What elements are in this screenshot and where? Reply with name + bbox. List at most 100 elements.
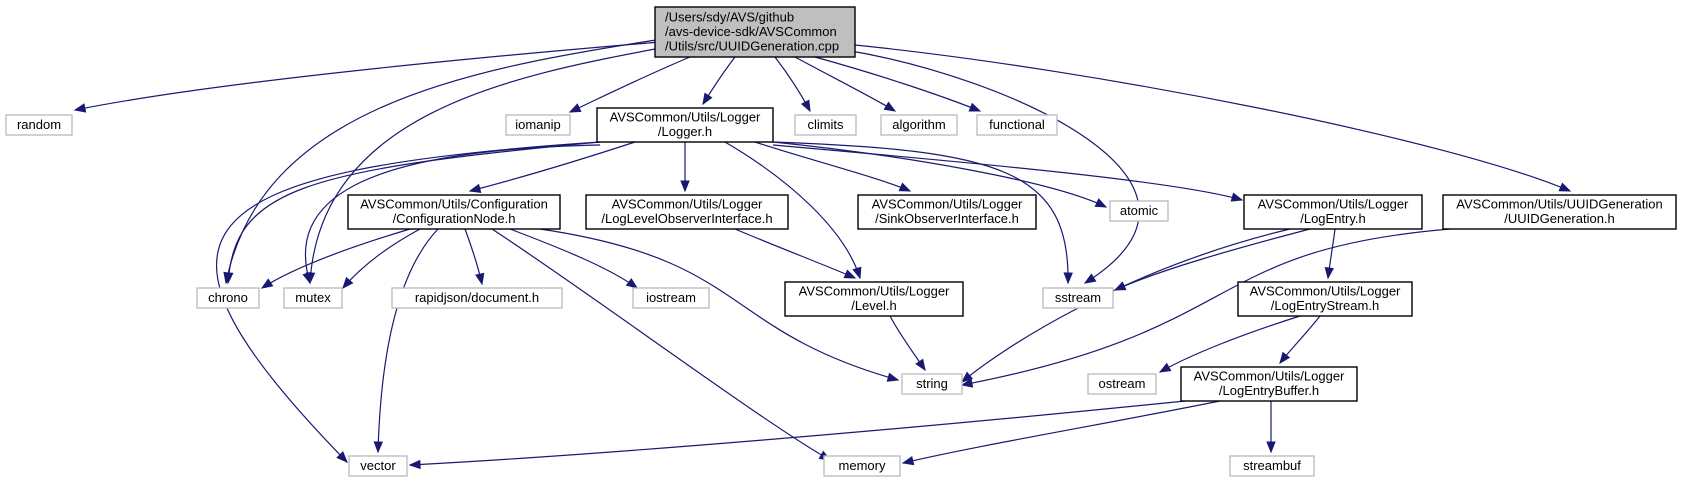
edge-line <box>1159 315 1301 373</box>
edge-logentrybuffer-to-memory <box>901 400 1221 466</box>
edge-logentry-to-sstream <box>1113 228 1311 291</box>
node-label-line: /LogEntryStream.h <box>1271 298 1379 313</box>
edge-arrowhead <box>1324 266 1335 280</box>
edge-line <box>304 144 601 284</box>
node-box <box>1180 366 1358 402</box>
node-sinkobs[interactable]: AVSCommon/Utils/Logger/SinkObserverInter… <box>857 194 1037 230</box>
node-chrono: chrono <box>196 287 260 309</box>
edge-arrowhead <box>408 459 421 470</box>
node-memory: memory <box>823 455 901 477</box>
node-label-line: random <box>17 117 61 132</box>
edge-logger-to-mutex <box>302 144 601 285</box>
node-label-line: string <box>916 376 948 391</box>
edge-line <box>844 49 1140 284</box>
edge-line <box>734 228 856 279</box>
node-level[interactable]: AVSCommon/Utils/Logger/Level.h <box>784 281 964 317</box>
node-box <box>823 455 901 477</box>
edge-logger-to-logentry <box>772 144 1244 202</box>
node-label-line: /LogLevelObserverInterface.h <box>601 211 772 226</box>
edge-line <box>539 228 899 381</box>
edge-line <box>724 141 861 279</box>
node-label-line: /LogEntry.h <box>1300 211 1366 226</box>
edge-line <box>261 228 411 289</box>
node-label-line: AVSCommon/Utils/Logger <box>1258 197 1409 212</box>
node-box <box>632 287 710 309</box>
node-logentrybuffer[interactable]: AVSCommon/Utils/Logger/LogEntryBuffer.h <box>1180 366 1358 402</box>
node-label-line: chrono <box>208 290 248 305</box>
edge-confignode-to-chrono <box>260 228 411 289</box>
node-logentry[interactable]: AVSCommon/Utils/Logger/LogEntry.h <box>1243 194 1423 230</box>
edge-line <box>377 228 439 453</box>
node-box <box>5 114 73 136</box>
edge-root-to-iomanip <box>568 56 691 113</box>
edge-confignode-to-iostream <box>509 228 639 289</box>
node-box <box>347 194 561 230</box>
edge-arrowhead <box>568 103 582 113</box>
edge-root-to-uuidgen <box>854 44 1572 192</box>
node-logentrystream[interactable]: AVSCommon/Utils/Logger/LogEntryStream.h <box>1237 281 1413 317</box>
node-root[interactable]: /Users/sdy/AVS/github/avs-device-sdk/AVS… <box>654 6 856 58</box>
edge-arrowhead <box>960 371 974 383</box>
node-atomic: atomic <box>1109 200 1169 222</box>
node-box <box>794 114 857 136</box>
node-mutex: mutex <box>283 287 343 309</box>
node-label-line: AVSCommon/Utils/UUIDGeneration <box>1456 197 1662 212</box>
node-label-line: AVSCommon/Utils/Logger <box>610 110 761 125</box>
node-label-line: atomic <box>1120 203 1159 218</box>
edge-line <box>309 47 661 284</box>
node-streambuf: streambuf <box>1229 455 1315 477</box>
node-loglevelobs[interactable]: AVSCommon/Utils/Logger/LogLevelObserverI… <box>585 194 789 230</box>
edge-arrowhead <box>224 272 234 285</box>
edge-root-to-chrono <box>223 39 657 285</box>
node-box <box>857 194 1037 230</box>
node-string: string <box>901 373 963 395</box>
node-vector: vector <box>348 455 408 477</box>
node-label-line: streambuf <box>1243 458 1301 473</box>
edge-arrowhead <box>260 278 274 289</box>
node-box <box>654 6 856 58</box>
node-label-line: AVSCommon/Utils/Logger <box>1250 284 1401 299</box>
edge-logentry-to-string <box>960 228 1291 383</box>
node-label-line: /UUIDGeneration.h <box>1504 211 1615 226</box>
node-box <box>976 114 1058 136</box>
edge-arrowhead <box>883 101 897 112</box>
node-label-line: AVSCommon/Utils/Logger <box>612 197 763 212</box>
node-label-line: /Logger.h <box>658 124 712 139</box>
node-label-line: AVSCommon/Utils/Logger <box>1194 369 1345 384</box>
node-iomanip: iomanip <box>505 114 571 136</box>
edge-arrowhead <box>1158 362 1172 373</box>
edge-logger-to-chrono <box>224 141 601 285</box>
edge-logger-to-confignode <box>468 141 636 193</box>
node-sstream: sstream <box>1042 287 1114 309</box>
edge-level-to-string <box>889 315 926 372</box>
edge-loglevelobs-to-level <box>734 228 857 279</box>
edge-arrowhead <box>886 372 900 382</box>
edge-arrowhead <box>336 451 348 463</box>
edge-line <box>1114 228 1311 291</box>
node-logger[interactable]: AVSCommon/Utils/Logger/Logger.h <box>596 107 774 143</box>
node-box <box>1087 373 1157 395</box>
edge-line <box>772 144 1243 201</box>
node-box <box>1229 455 1315 477</box>
edge-logger-to-sinkobs <box>754 141 912 192</box>
node-uuidgen[interactable]: AVSCommon/Utils/UUIDGeneration/UUIDGener… <box>1442 194 1677 230</box>
edge-arrowhead <box>1266 441 1276 454</box>
edge-arrowhead <box>915 358 926 372</box>
edge-arrowhead <box>968 102 982 112</box>
edge-line <box>491 228 831 461</box>
node-box <box>1243 194 1423 230</box>
edge-arrowhead <box>843 269 857 279</box>
edge-arrowhead <box>960 378 974 388</box>
edge-line <box>902 400 1221 464</box>
edge-root-to-logger <box>702 56 736 106</box>
edge-arrowhead <box>898 182 912 192</box>
node-confignode[interactable]: AVSCommon/Utils/Configuration/Configurat… <box>347 194 561 230</box>
edge-line <box>772 141 1069 284</box>
node-label-line: /SinkObserverInterface.h <box>875 211 1019 226</box>
edge-logentrystream-to-ostream <box>1158 315 1301 373</box>
edge-line <box>961 228 1291 383</box>
edge-arrowhead <box>373 441 384 454</box>
node-label-line: AVSCommon/Utils/Configuration <box>360 197 548 212</box>
edge-arrowhead <box>1558 182 1572 192</box>
edge-root-to-climits <box>774 56 811 113</box>
